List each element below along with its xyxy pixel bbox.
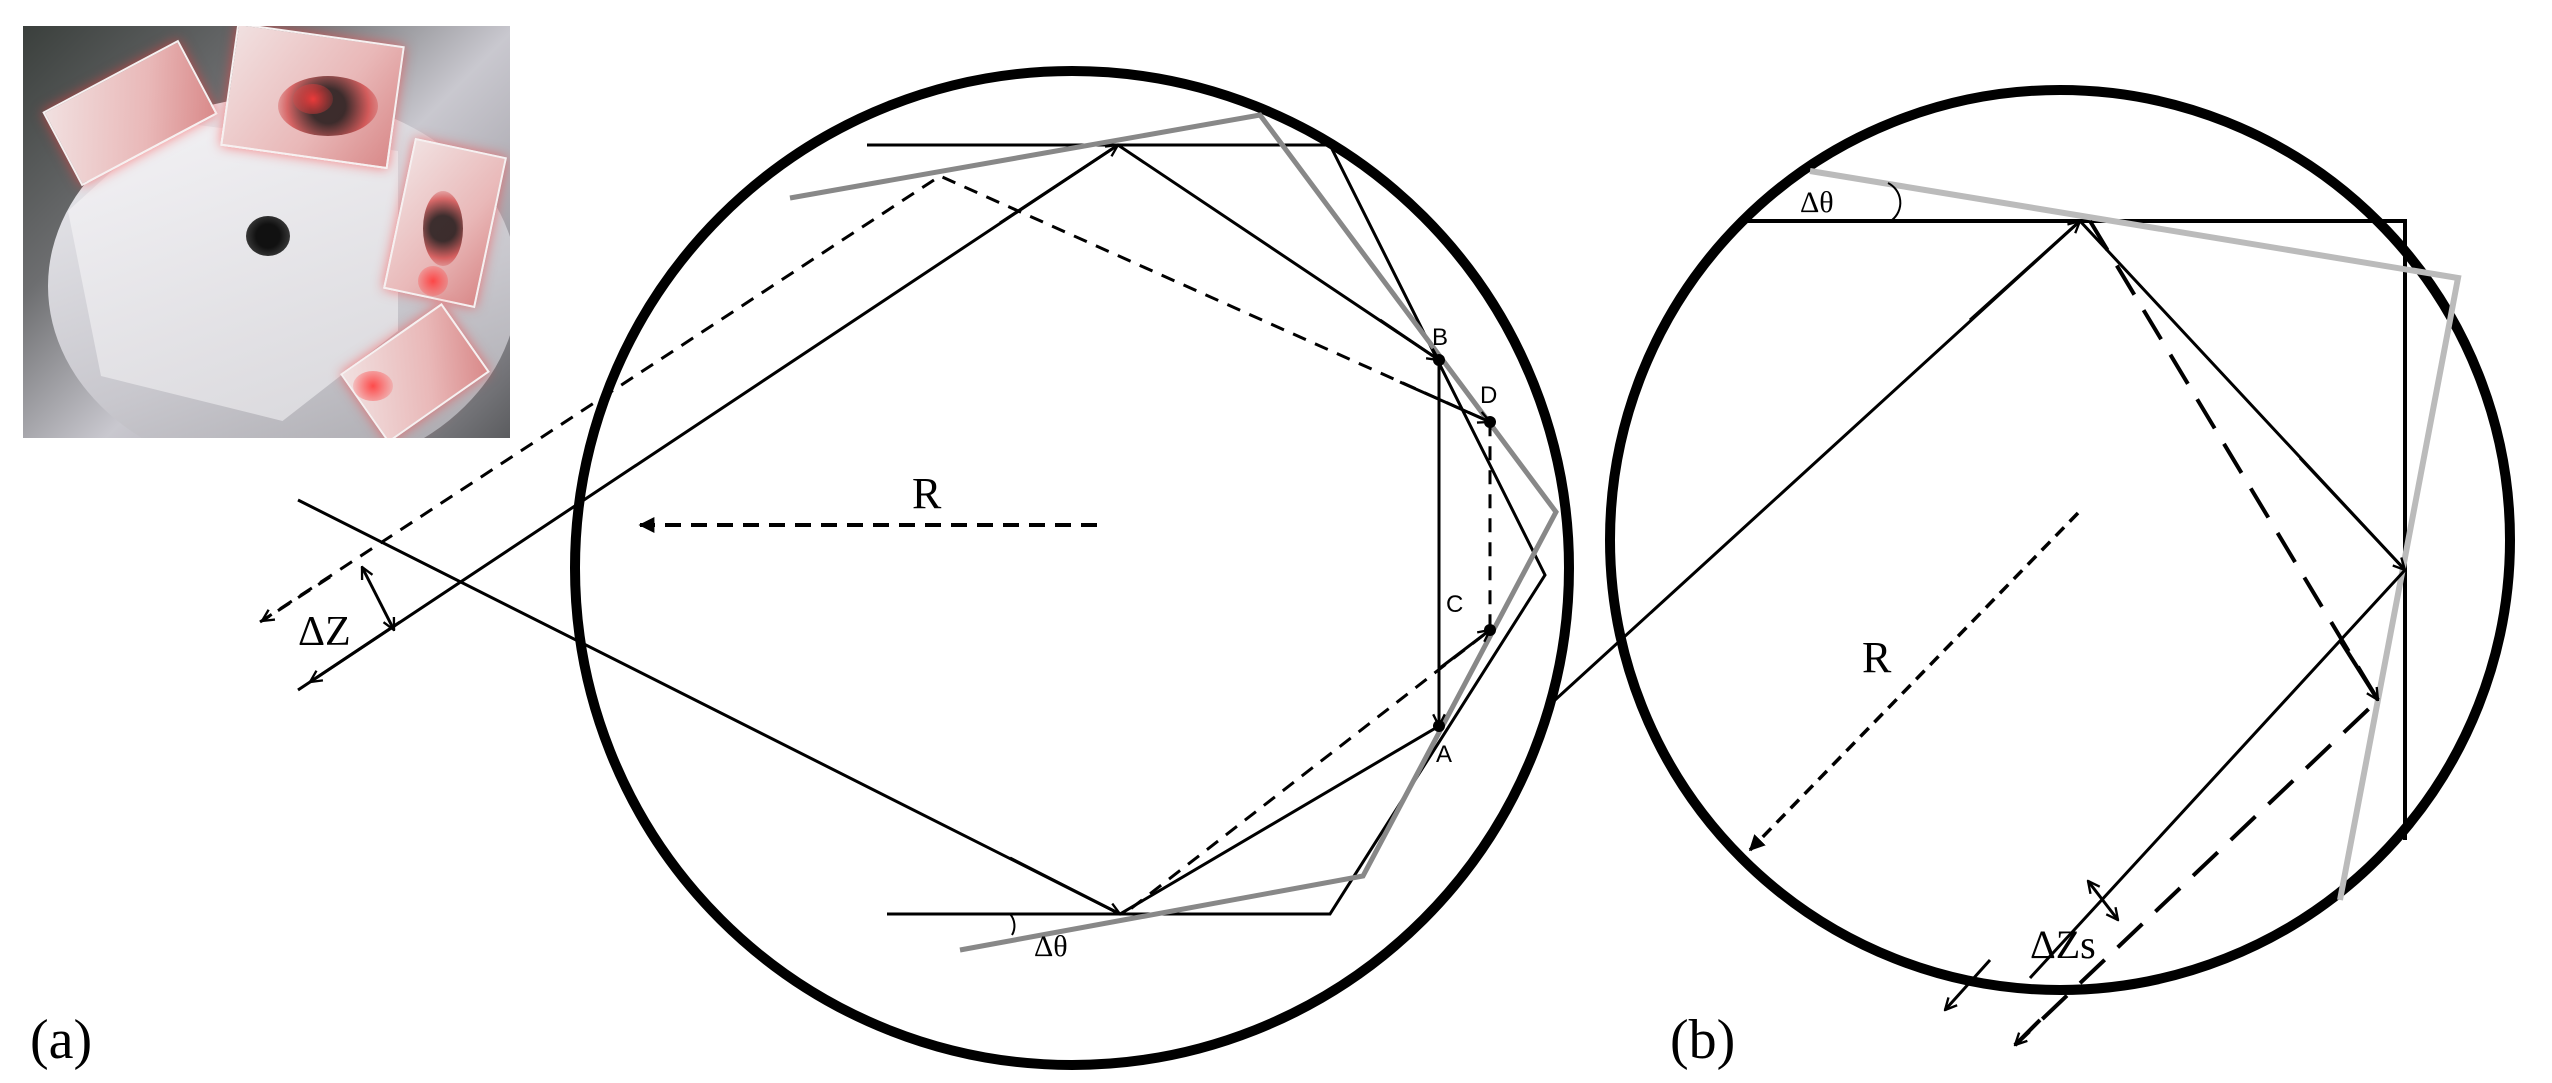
circle-a <box>570 66 1574 1070</box>
beam-solid-path <box>297 143 1441 916</box>
beam-dashed-arrow-3 <box>1439 630 1490 670</box>
point-b-dot <box>1433 354 1445 366</box>
panel-a: R ΔZ B D C A Δθ (a) <box>30 66 1574 1071</box>
point-c-label: C <box>1446 591 1463 618</box>
delta-z-arrow <box>360 567 396 630</box>
point-c-dot <box>1484 624 1496 636</box>
beam-b-arrow-1 <box>1968 221 2080 322</box>
hexagon-mirrors-tilted <box>789 112 1559 953</box>
radius-arrow-b <box>1748 511 2080 852</box>
delta-theta-label-b: Δθ <box>1800 186 1834 219</box>
point-d-label: D <box>1480 382 1497 409</box>
photo-laser-glow-1 <box>293 84 333 114</box>
panel-a-label: (a) <box>30 1009 92 1071</box>
point-b-label: B <box>1432 324 1448 351</box>
beam-b-dashed <box>2013 219 2381 1047</box>
beam-dashed-arrow-1 <box>262 575 331 621</box>
beam-dashed-arrow-2 <box>1399 380 1490 422</box>
panel-b-label: (b) <box>1670 1009 1735 1071</box>
beam-b-dashed-arrow-2 <box>2015 1018 2042 1045</box>
photo-laser-glow-3 <box>418 266 448 296</box>
beam-arrow-5 <box>1009 856 1120 916</box>
photo-laser-spot-2 <box>423 191 463 266</box>
point-a-label: A <box>1436 741 1452 768</box>
radius-label-b: R <box>1862 633 1892 682</box>
point-d-dot <box>1484 416 1496 428</box>
beam-b-dashed-arrow-1 <box>2338 638 2380 700</box>
panel-b: R Δθ ΔZs (b) <box>1553 85 2515 1071</box>
hexagon-mirrors-black <box>867 143 1547 916</box>
delta-zs-label: ΔZs <box>2030 922 2096 967</box>
delta-z-label: ΔZ <box>298 609 351 655</box>
beam-arrow-3 <box>1379 318 1439 360</box>
delta-theta-label-a: Δθ <box>1034 930 1068 963</box>
delta-theta-arc-a <box>1009 913 1016 936</box>
point-a-dot <box>1433 720 1445 732</box>
mirrors-b-black <box>1745 219 2407 840</box>
beam-dashed-path <box>259 174 1492 916</box>
radius-label-a: R <box>912 469 942 518</box>
delta-theta-arc-b <box>1887 182 1902 221</box>
beam-b-solid <box>1553 218 2408 980</box>
circle-b <box>1605 85 2515 995</box>
photo-laser-glow-2 <box>353 371 393 401</box>
beam-b-arrow-3 <box>1945 958 1992 1010</box>
delta-zs-arrow <box>2088 881 2118 920</box>
photo-center-hub <box>246 216 290 256</box>
beam-b-arrow-2 <box>2298 456 2405 570</box>
setup-photo <box>23 26 510 438</box>
